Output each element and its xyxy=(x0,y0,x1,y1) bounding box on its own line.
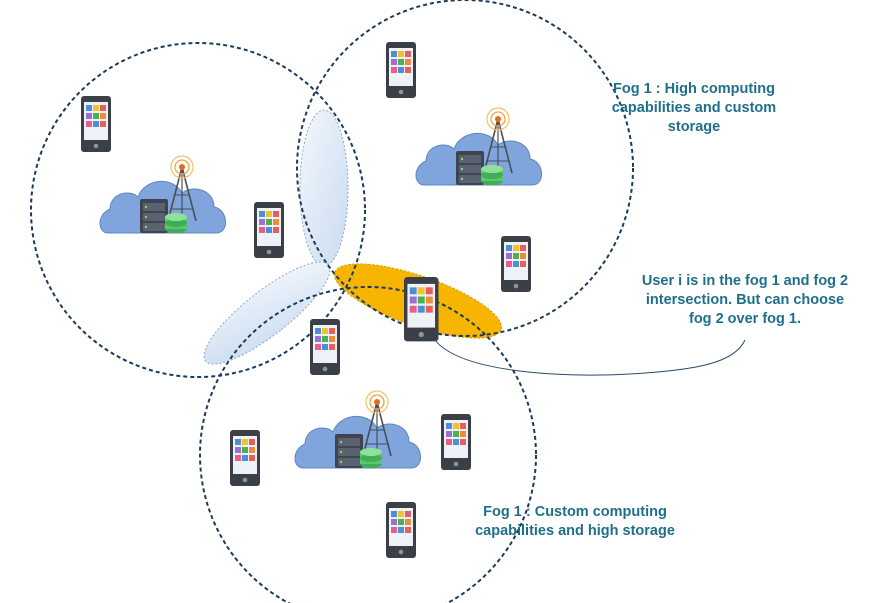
user-choice-note-line: fog 2 over fog 1. xyxy=(689,311,801,327)
fog-top-description: Fog 1 : High computing capabilities and … xyxy=(574,80,814,137)
fog-top-description-line: storage xyxy=(667,119,721,135)
fog-bottom-description: Fog 1 : Custom computing capabilities an… xyxy=(440,503,710,541)
smartphone-icon xyxy=(81,96,111,152)
smartphone-icon xyxy=(386,502,416,558)
fog-node-left-icon xyxy=(99,155,227,234)
smartphone-icon xyxy=(230,430,260,486)
highlighted-user-smartphone-icon xyxy=(404,277,439,342)
fog-top-description-line: Fog 1 : High computing xyxy=(613,81,775,97)
annotation-connector-line xyxy=(434,339,746,376)
fog-area-top-right xyxy=(296,0,634,337)
smartphone-icon xyxy=(441,414,471,470)
smartphone-icon xyxy=(254,202,284,258)
smartphone-icon xyxy=(310,319,340,375)
fog-node-top-right-icon xyxy=(415,107,543,186)
fog-bottom-description-line: capabilities and high storage xyxy=(475,523,675,539)
user-choice-note: User i is in the fog 1 and fog 2 interse… xyxy=(600,272,877,329)
smartphone-icon xyxy=(386,42,416,98)
user-choice-note-line: intersection. But can choose xyxy=(645,292,845,308)
fog-top-description-line: capabilities and custom xyxy=(611,100,777,116)
fog-area-left xyxy=(30,42,366,378)
user-choice-note-line: User i is in the fog 1 and fog 2 xyxy=(641,273,849,289)
smartphone-icon xyxy=(501,236,531,292)
overlap-region-left xyxy=(203,261,331,365)
fog-node-bottom-icon xyxy=(294,390,422,469)
overlap-region-top xyxy=(299,109,349,267)
fog-bottom-description-line: Fog 1 : Custom computing xyxy=(483,504,667,520)
fog-area-bottom xyxy=(199,286,537,603)
